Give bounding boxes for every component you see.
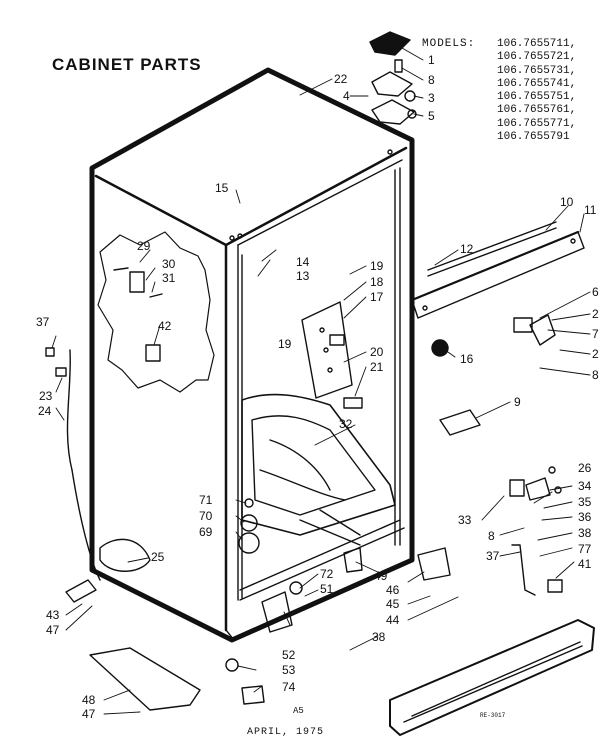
page-number: A5 bbox=[293, 706, 304, 716]
callout-69: 69 bbox=[199, 525, 213, 539]
callout-25: 25 bbox=[151, 550, 165, 564]
cutaway-detail bbox=[97, 231, 215, 393]
callout-11: 11 bbox=[584, 203, 597, 217]
callout-15: 15 bbox=[215, 181, 229, 195]
right-side-parts bbox=[417, 314, 563, 596]
callout-70: 70 bbox=[199, 509, 213, 523]
callout-52: 52 bbox=[282, 648, 296, 662]
callout-6: 6 bbox=[592, 285, 599, 299]
callout-2: 2 bbox=[592, 307, 599, 321]
callout-26: 26 bbox=[578, 461, 592, 475]
models-label: MODELS: bbox=[422, 38, 476, 50]
callout-44: 44 bbox=[386, 613, 400, 627]
model-number: 106.7655731, bbox=[497, 64, 577, 77]
callout-13: 13 bbox=[296, 269, 310, 283]
callout-31: 31 bbox=[162, 271, 176, 285]
callout-19: 19 bbox=[278, 337, 292, 351]
callout-9: 9 bbox=[514, 395, 521, 409]
callout-51: 51 bbox=[320, 582, 334, 596]
model-number: 106.7655741, bbox=[497, 77, 577, 90]
callout-34: 34 bbox=[578, 479, 592, 493]
callout-22: 22 bbox=[334, 72, 348, 86]
cabinet-shell bbox=[89, 67, 415, 643]
callout-47: 47 bbox=[82, 707, 96, 721]
callout-14: 14 bbox=[296, 255, 310, 269]
callout-29: 29 bbox=[137, 239, 151, 253]
callout-77: 77 bbox=[578, 542, 592, 556]
hinge-rail bbox=[410, 221, 585, 319]
callout-10: 10 bbox=[560, 195, 574, 209]
callout-49: 49 bbox=[374, 569, 388, 583]
lower-center-parts bbox=[225, 498, 363, 705]
callout-12: 12 bbox=[460, 242, 474, 256]
callout-53: 53 bbox=[282, 663, 296, 677]
callout-4: 4 bbox=[343, 89, 350, 103]
callout-47: 47 bbox=[46, 623, 60, 637]
callout-41: 41 bbox=[578, 557, 592, 571]
callout-42: 42 bbox=[158, 319, 172, 333]
page-title: CABINET PARTS bbox=[52, 55, 202, 74]
model-number-list: 106.7655711, 106.7655721, 106.7655731, 1… bbox=[497, 38, 576, 144]
callout-8: 8 bbox=[428, 73, 435, 87]
callout-7: 7 bbox=[592, 327, 599, 341]
callout-3: 3 bbox=[428, 91, 435, 105]
drawing-code: RE-3017 bbox=[480, 712, 506, 719]
callout-38: 38 bbox=[372, 630, 386, 644]
callout-17: 17 bbox=[370, 290, 384, 304]
callout-18: 18 bbox=[370, 275, 384, 289]
callout-45: 45 bbox=[386, 597, 400, 611]
callout-19: 19 bbox=[370, 259, 384, 273]
callout-5: 5 bbox=[428, 109, 435, 123]
liner-bottom bbox=[241, 393, 396, 546]
leader-lines bbox=[51, 47, 591, 715]
callout-37: 37 bbox=[36, 315, 50, 329]
callout-38: 38 bbox=[578, 526, 592, 540]
callout-72: 72 bbox=[320, 567, 334, 581]
kick-plate bbox=[389, 619, 595, 736]
hinge-plate bbox=[301, 301, 363, 409]
callout-32: 32 bbox=[339, 417, 353, 431]
callout-37: 37 bbox=[486, 549, 500, 563]
callout-35: 35 bbox=[578, 495, 592, 509]
callout-2: 2 bbox=[592, 347, 599, 361]
model-number: 106.7655791 bbox=[497, 131, 570, 144]
model-number: 106.7655771, bbox=[497, 117, 577, 130]
model-number: 106.7655751, bbox=[497, 91, 577, 104]
callout-71: 71 bbox=[199, 493, 213, 507]
model-number: 106.7655711, bbox=[497, 38, 577, 50]
lower-left-parts bbox=[45, 347, 201, 711]
callout-33: 33 bbox=[458, 513, 472, 527]
callout-20: 20 bbox=[370, 345, 384, 359]
callout-21: 21 bbox=[370, 360, 384, 374]
callout-48: 48 bbox=[82, 693, 96, 707]
callout-24: 24 bbox=[38, 404, 52, 418]
callout-43: 43 bbox=[46, 608, 60, 622]
model-number: 106.7655721, bbox=[497, 51, 577, 64]
callout-8: 8 bbox=[488, 529, 495, 543]
callout-8: 8 bbox=[592, 368, 599, 382]
publication-date: APRIL, 1975 bbox=[247, 727, 325, 738]
callout-30: 30 bbox=[162, 257, 176, 271]
callout-74: 74 bbox=[282, 680, 296, 694]
callout-36: 36 bbox=[578, 510, 592, 524]
callout-16: 16 bbox=[460, 352, 474, 366]
callout-1: 1 bbox=[428, 53, 435, 67]
model-number: 106.7655761, bbox=[497, 104, 577, 117]
top-hinge-assembly bbox=[369, 31, 417, 125]
callout-23: 23 bbox=[39, 389, 53, 403]
callout-46: 46 bbox=[386, 583, 400, 597]
